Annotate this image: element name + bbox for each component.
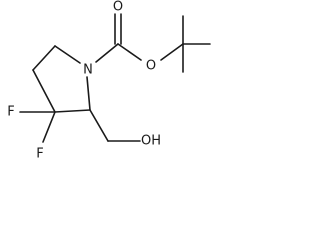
bond-o-ester-quaternary-c [160,43,184,61]
atom-label-carbonyl-o: O [113,0,123,15]
atom-label-oh: OH [141,134,161,149]
bond-c3-c2 [54,109,91,113]
bond-n-carbonyl-c [95,43,119,63]
atom-label-ester-o: O [146,59,156,74]
bond-n-c5 [54,45,81,64]
bond-c5-c4 [32,45,56,71]
bond-c2-n [86,76,91,111]
atom-label-f-upper: F [7,105,14,120]
bond-c3-f-lower [42,111,56,143]
bond-c2-ch2 [89,109,109,142]
molecule-structure: N O O F F OH [7,0,211,162]
atom-label-n: N [83,63,93,78]
atom-label-f-lower: F [36,147,43,162]
bond-carbonyl-c-o-ester [117,43,142,61]
bond-c4-c3 [32,69,56,113]
